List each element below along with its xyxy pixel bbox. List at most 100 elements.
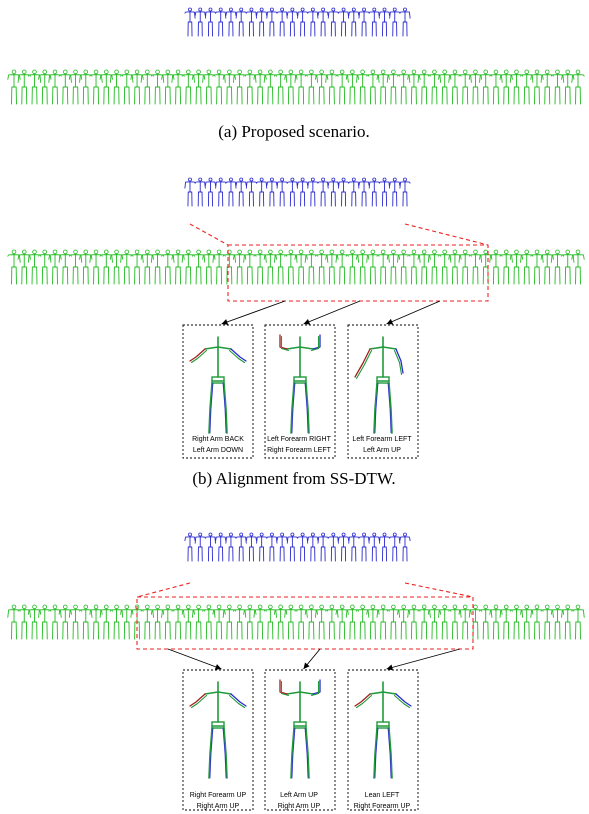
skeleton-figure — [276, 7, 288, 37]
skeleton-figure — [266, 532, 278, 562]
skeleton-figure — [286, 177, 298, 207]
skeleton-figure — [366, 249, 380, 285]
skeleton-figure — [499, 69, 513, 105]
skeleton-figure — [184, 532, 196, 562]
skeleton-figure — [284, 69, 298, 105]
skeleton-figure — [294, 69, 308, 105]
skeleton-figure — [397, 249, 411, 285]
skeleton-figure — [438, 249, 452, 285]
skeleton-figure — [245, 7, 257, 37]
skeleton-figure — [571, 249, 585, 285]
skeleton-figure — [307, 7, 319, 37]
inset-skeleton — [354, 681, 412, 779]
skeleton-figure — [297, 177, 309, 207]
inset-c-1 — [167, 648, 254, 811]
skeleton-figure — [356, 604, 370, 640]
skeleton-figure — [561, 604, 575, 640]
inset-skeleton — [279, 334, 321, 434]
skeleton-figure — [276, 177, 288, 207]
skeleton-figure — [243, 604, 257, 640]
skeleton-figure — [307, 177, 319, 207]
skeleton-figure — [550, 249, 565, 285]
skeleton-figure — [99, 249, 113, 285]
skeleton-figure — [479, 604, 493, 640]
skeleton-figure — [89, 69, 103, 105]
inset-b-1-line1: Right Arm BACK — [192, 436, 244, 443]
skeleton-figure — [120, 69, 134, 105]
skeleton-figure — [550, 69, 565, 105]
skeleton-figure — [109, 249, 124, 285]
skeleton-figure — [253, 604, 267, 640]
skeleton-figure — [345, 249, 360, 285]
arrow-head — [303, 318, 311, 325]
skeleton-figure — [204, 7, 217, 37]
inset-skeleton — [189, 336, 247, 434]
inset-c-2-line1: Left Arm UP — [280, 792, 318, 799]
skeleton-figure — [407, 69, 421, 105]
skeleton-figure — [479, 69, 493, 105]
skeleton-figure — [273, 249, 288, 285]
skeleton-figure — [368, 532, 380, 562]
skeleton-figure — [99, 69, 113, 105]
skeleton-figure — [438, 69, 452, 105]
skeleton-figure — [245, 177, 257, 207]
skeleton-figure — [540, 249, 554, 285]
skeleton-figure — [150, 604, 165, 640]
inset-c-2-line2: Right Arm UP — [278, 803, 321, 810]
skeleton-figure — [294, 604, 308, 640]
skeleton-figure — [561, 69, 575, 105]
skeleton-figure — [358, 177, 370, 207]
skeleton-figure — [389, 532, 401, 562]
skeleton-figure — [427, 69, 442, 105]
query-sequence-c — [184, 532, 411, 562]
skeleton-figure — [7, 69, 21, 105]
skeleton-figure — [468, 249, 483, 285]
skeleton-figure — [212, 69, 226, 105]
skeleton-figure — [150, 69, 165, 105]
skeleton-figure — [448, 69, 462, 105]
skeleton-figure — [348, 177, 360, 207]
skeleton-figure — [232, 69, 247, 105]
skeleton-figure — [161, 249, 175, 285]
skeleton-figure — [243, 249, 257, 285]
skeleton-figure — [256, 532, 268, 562]
skeleton-figure — [376, 604, 390, 640]
skeleton-figure — [571, 604, 585, 640]
skeleton-figure — [38, 69, 52, 105]
skeleton-figure — [204, 177, 217, 207]
inset-skeleton — [279, 679, 321, 779]
skeleton-figure — [407, 604, 421, 640]
alignment-connector-right — [404, 582, 474, 598]
skeleton-figure — [317, 177, 329, 207]
skeleton-figure — [68, 604, 83, 640]
skeleton-figure — [368, 177, 380, 207]
inset-skeleton — [354, 336, 404, 434]
skeleton-figure — [378, 177, 391, 207]
skeleton-figure — [232, 249, 247, 285]
panel-a: (a) Proposed scenario. — [7, 7, 585, 141]
skeleton-figure — [366, 604, 380, 640]
skeleton-figure — [458, 69, 472, 105]
skeleton-figure — [256, 177, 268, 207]
skeleton-figure — [317, 7, 329, 37]
skeleton-figure — [202, 69, 216, 105]
skeleton-figure — [378, 532, 391, 562]
skeleton-figure — [479, 249, 493, 285]
inset-skeleton — [189, 681, 247, 779]
skeleton-figure — [235, 7, 247, 37]
skeleton-figure — [397, 69, 411, 105]
alignment-box — [227, 244, 489, 302]
inset-arrow — [167, 648, 222, 670]
skeleton-figure — [286, 532, 298, 562]
skeleton-figure — [222, 249, 236, 285]
skeleton-figure — [366, 69, 380, 105]
skeleton-figure — [389, 7, 401, 37]
skeleton-figure — [120, 249, 134, 285]
skeleton-figure — [304, 69, 319, 105]
skeleton-figure — [399, 177, 411, 207]
inset-arrow — [303, 300, 361, 325]
skeleton-figure — [458, 604, 472, 640]
skeleton-figure — [191, 604, 206, 640]
skeleton-figure — [263, 69, 277, 105]
